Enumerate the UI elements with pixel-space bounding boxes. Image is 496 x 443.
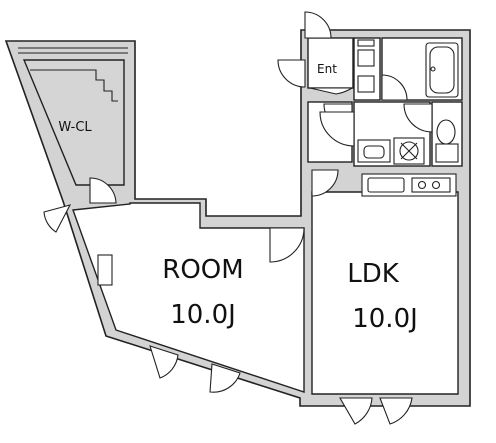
- shoe-box-lower: [357, 75, 375, 93]
- ldk-label: LDK: [347, 259, 400, 289]
- storage-door: [309, 87, 354, 95]
- ldk-size: 10.0J: [352, 304, 418, 334]
- closet-label: W-CL: [58, 120, 92, 135]
- walk-in-closet: [22, 59, 125, 186]
- toilet-bowl-icon: [436, 119, 456, 145]
- stove: [411, 177, 451, 193]
- bathtub-inner: [429, 46, 455, 94]
- burner-icon: [431, 180, 441, 190]
- ldk-window-right: [379, 397, 413, 425]
- room-size: 10.0J: [170, 300, 236, 330]
- entrance-door: [304, 11, 332, 39]
- entrance: [307, 37, 354, 89]
- room-label: ROOM: [162, 255, 243, 285]
- room-side-door: [43, 204, 72, 233]
- sink-basin: [363, 145, 385, 159]
- room-window-right: [209, 363, 241, 393]
- entrance-side-door: [277, 59, 306, 88]
- burner-icon: [417, 180, 427, 190]
- closet-door: [89, 177, 117, 204]
- room-western: [72, 202, 305, 393]
- bathroom-door: [381, 74, 408, 101]
- toilet-tank: [435, 143, 459, 163]
- room-niche: [97, 254, 113, 286]
- closet-stepped-shelf: [30, 69, 118, 102]
- toilet-door: [403, 103, 433, 133]
- ldk-door: [311, 169, 339, 197]
- shoe-box-upper: [357, 49, 375, 67]
- kitchen-sink: [367, 177, 405, 193]
- room-door: [269, 227, 305, 263]
- shoe-shelf: [357, 39, 375, 47]
- drain-cross-b: [400, 142, 418, 160]
- room-ldk: [311, 191, 459, 395]
- drain-icon: [430, 66, 436, 72]
- entrance-label: Ent: [317, 62, 337, 76]
- ldk-window-left: [339, 397, 373, 425]
- hall-door: [319, 111, 355, 147]
- room-window-left: [149, 345, 179, 379]
